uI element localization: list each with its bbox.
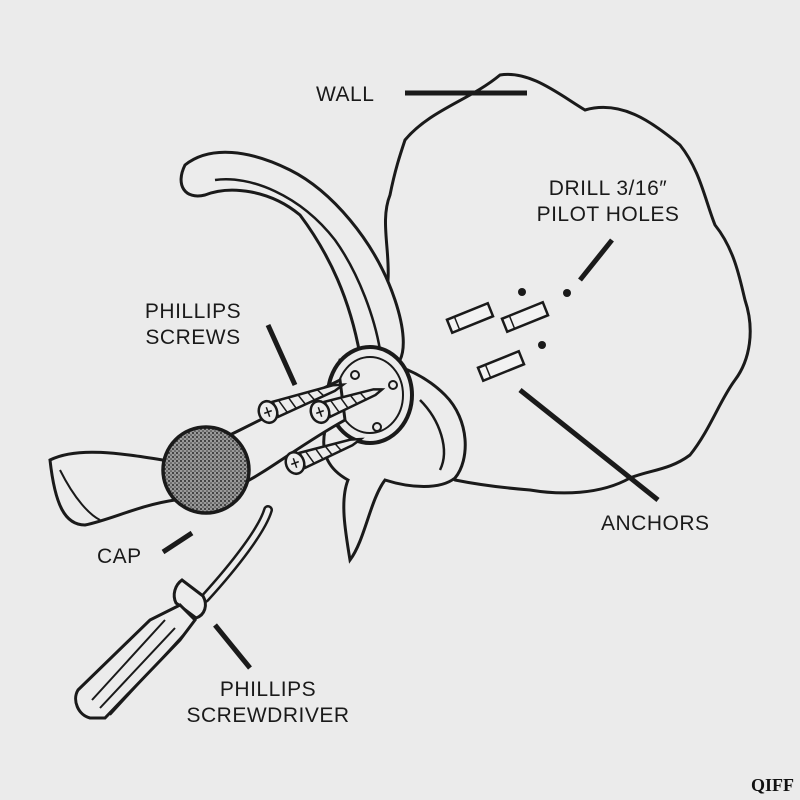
screwdriver-label-line2: SCREWDRIVER <box>186 704 350 727</box>
anchor <box>476 349 526 383</box>
wall-label: WALL <box>316 83 375 106</box>
anchors-leader <box>518 388 660 502</box>
phillips-screw <box>309 388 386 425</box>
screws-label-line1: PHILLIPS <box>144 300 242 323</box>
anchor <box>500 300 550 334</box>
screwdriver-leader <box>213 623 252 670</box>
screws-label: PHILLIPS SCREWS <box>138 299 248 351</box>
drill-leader <box>578 238 614 282</box>
anchor <box>445 301 495 335</box>
watermark: QIFF <box>751 775 794 795</box>
phillips-screwdriver <box>74 505 273 720</box>
cap-label: CAP <box>97 545 142 568</box>
screws-label-line2: SCREWS <box>145 326 241 349</box>
screwdriver-label: PHILLIPS SCREWDRIVER <box>178 677 358 729</box>
phillips-screw <box>284 437 365 476</box>
drill-label: DRILL 3/16″ PILOT HOLES <box>518 176 698 228</box>
pilot-hole <box>538 341 546 349</box>
drill-label-line2: PILOT HOLES <box>536 203 680 226</box>
pilot-hole <box>518 288 526 296</box>
cap <box>161 425 251 515</box>
screws-leader <box>265 323 298 387</box>
anchors-label: ANCHORS <box>601 512 710 535</box>
pilot-hole <box>563 289 571 297</box>
cap-leader <box>161 530 194 555</box>
drill-label-line1: DRILL 3/16″ <box>548 177 668 200</box>
phillips-screw <box>257 383 348 425</box>
screwdriver-label-line1: PHILLIPS <box>219 678 317 701</box>
